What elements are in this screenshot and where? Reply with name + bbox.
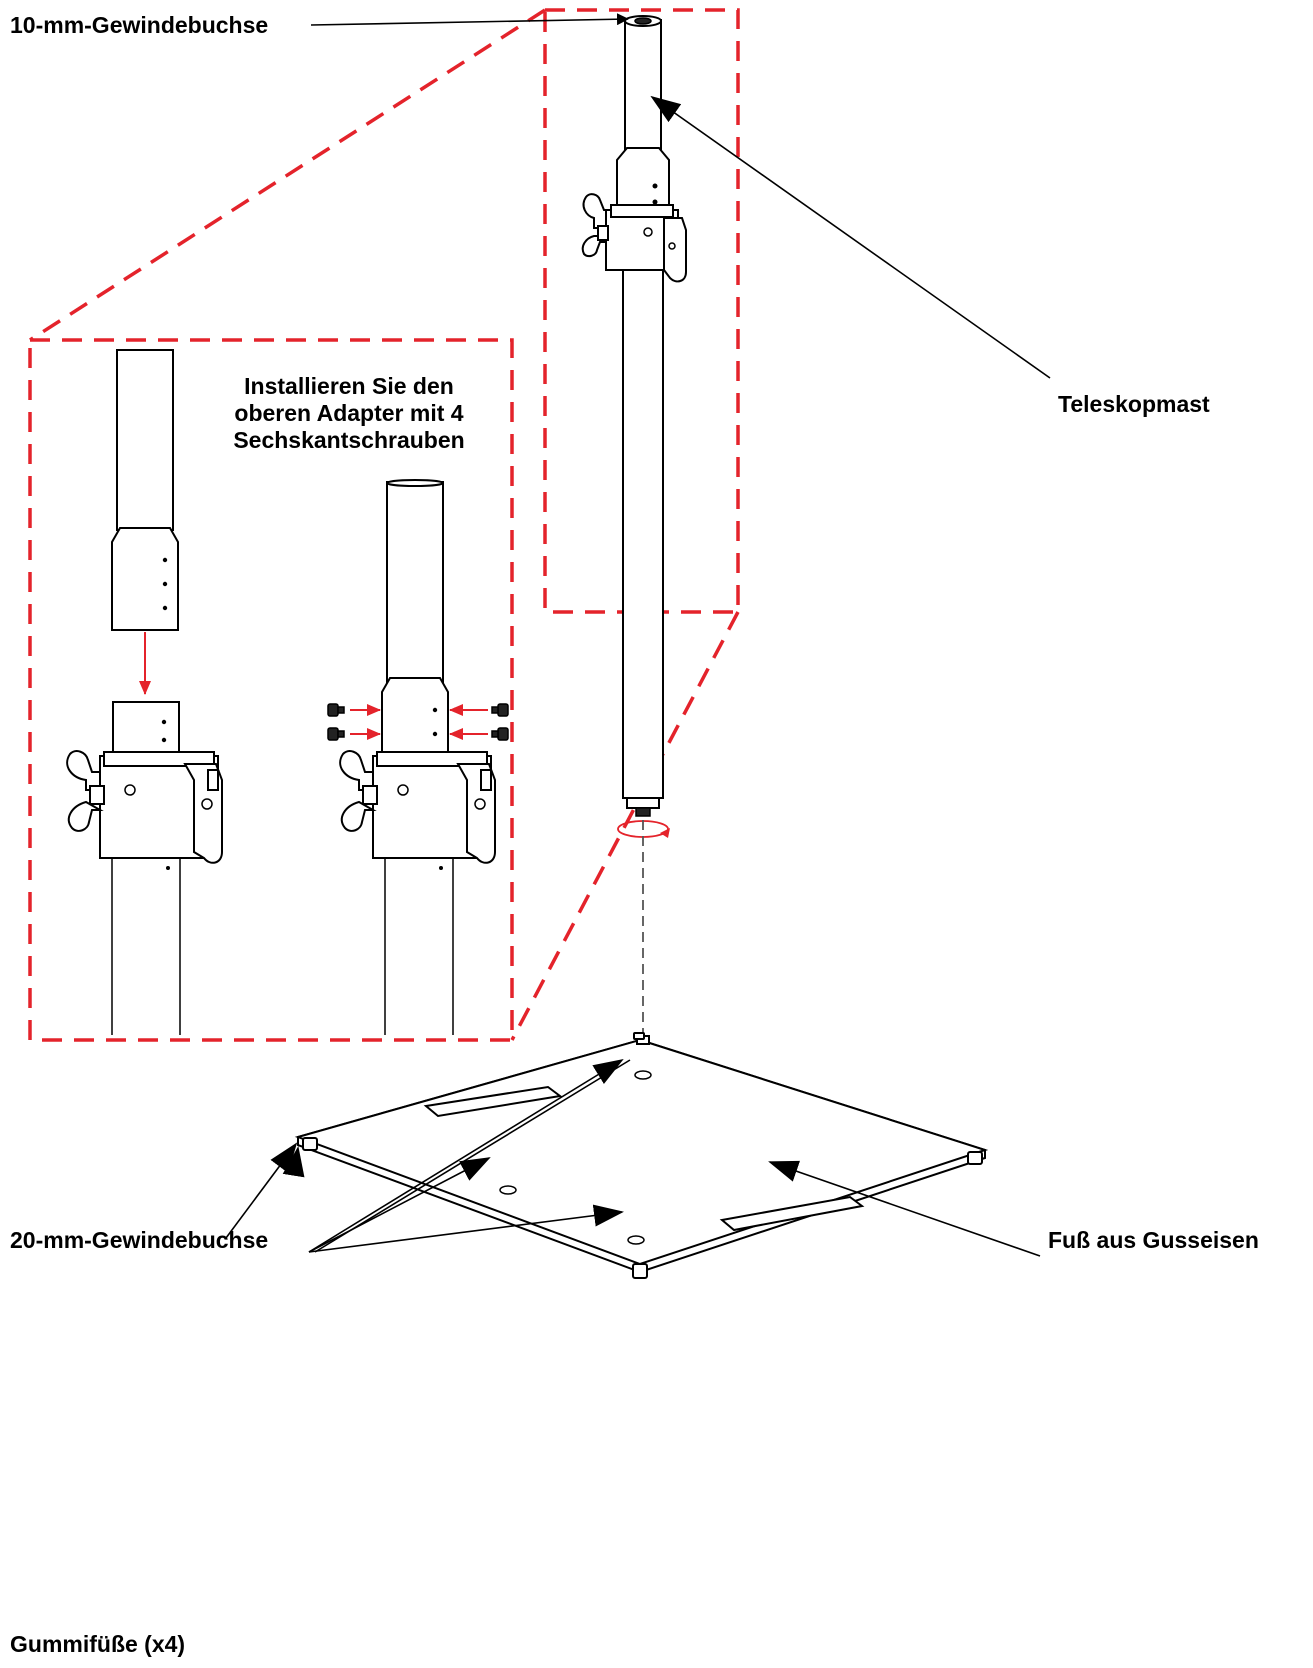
zoom-line-top xyxy=(29,8,546,342)
label-cast-iron-base: Fuß aus Gusseisen xyxy=(1048,1227,1259,1253)
inset-adapter-detail xyxy=(111,349,179,695)
inset-detail-frame xyxy=(28,338,514,1042)
top-detail-frame xyxy=(543,8,740,614)
rotation-indicator xyxy=(617,820,670,1071)
install-note-line-1: Installieren Sie den xyxy=(244,373,454,399)
inset-clamp-left xyxy=(66,701,223,1035)
detail-zoom-frames xyxy=(28,8,740,1042)
cast-iron-base xyxy=(294,1032,989,1279)
install-note-line-3: Sechskantschrauben xyxy=(233,427,464,453)
label-rubber-feet: Gummifüße (x4) xyxy=(10,1631,185,1657)
install-note: Installieren Sie den oberen Adapter mit … xyxy=(233,373,464,453)
hex-screws xyxy=(327,703,509,741)
leader-lines xyxy=(308,13,1051,1257)
install-note-line-2: oberen Adapter mit 4 xyxy=(234,400,463,426)
zoom-line-bottom xyxy=(510,611,740,1041)
socket-10mm-top xyxy=(634,17,652,25)
telescoping-mast xyxy=(581,15,687,817)
label-telescoping-mast: Teleskopmast xyxy=(1058,391,1210,417)
inset-clamp-right xyxy=(339,750,496,1035)
label-socket-20mm: 20-mm-Gewindebuchse xyxy=(10,1227,268,1253)
label-socket-10mm: 10-mm-Gewindebuchse xyxy=(10,12,268,38)
inset-assembled-detail xyxy=(327,479,509,761)
